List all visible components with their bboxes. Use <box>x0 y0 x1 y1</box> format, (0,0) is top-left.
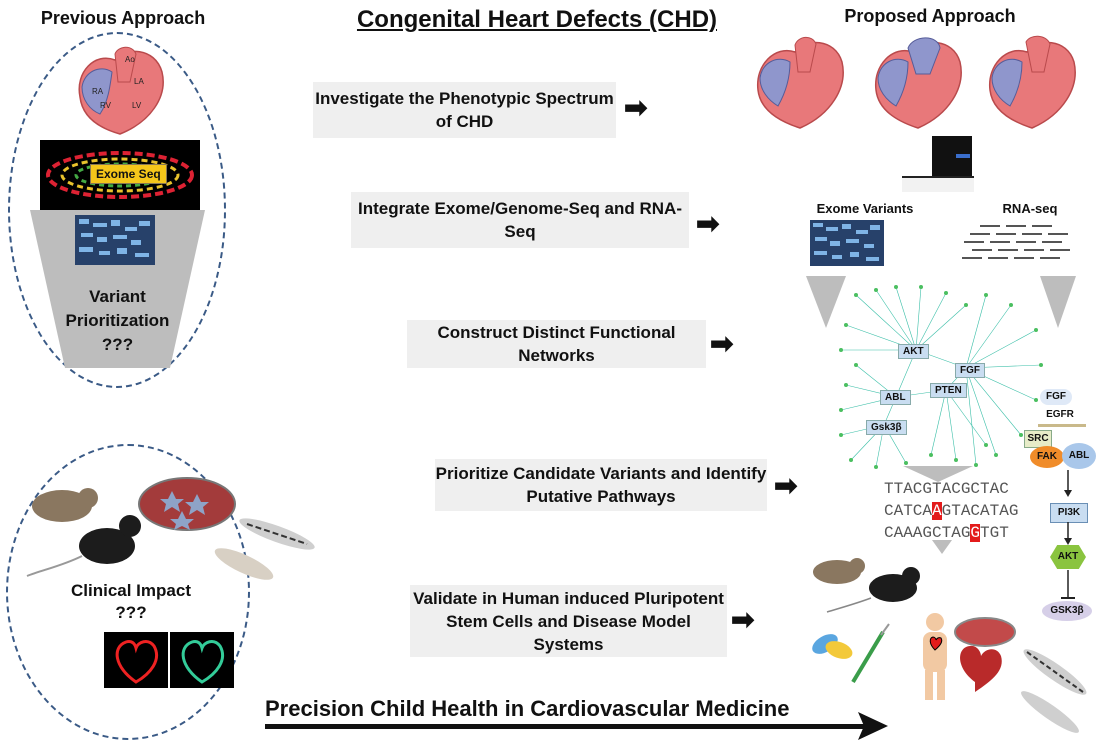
green-heart-image <box>170 632 234 688</box>
model-organisms-illustration <box>26 477 315 580</box>
heart-label: LV <box>132 101 142 110</box>
pathway-node-pi3k: PI3K <box>1050 503 1088 523</box>
rna-seq-label: RNA-seq <box>1002 201 1058 216</box>
network-node-abl: ABL <box>880 390 911 405</box>
funnel-triangle-right <box>1040 276 1076 328</box>
red-heart-image <box>104 632 168 688</box>
sequence-line: TTACGTACGCTAC <box>884 480 1009 498</box>
pathway-node-akt: AKT <box>1050 545 1086 569</box>
variant-highlight: A <box>932 502 942 520</box>
clinical-impact-text: Clinical Impact ??? <box>71 581 191 622</box>
step-validate: Validate in Human induced Pluripotent St… <box>410 585 727 657</box>
dna-sequence: TTACGTACGCTAC CATCAAGTACATAG CAAAGCTAGGT… <box>884 478 1024 544</box>
functional-network-graph <box>839 285 1043 469</box>
previous-approach-ellipse <box>8 32 226 388</box>
pathway-node-egfr: EGFR <box>1046 409 1074 420</box>
heart-illustration: RA RV Ao LA LV <box>78 46 164 135</box>
page-title: Congenital Heart Defects (CHD) <box>356 6 718 33</box>
pathway-node-fgf: FGF <box>1040 389 1072 405</box>
variant-highlight: G <box>970 524 981 542</box>
exome-variants-image <box>810 220 884 266</box>
step-integrate: Integrate Exome/Genome-Seq and RNA-Seq <box>351 192 689 248</box>
network-node-pten: PTEN <box>930 383 967 398</box>
heart-label: LA <box>134 77 144 86</box>
inhibit-icon <box>1061 570 1075 599</box>
sequencing-gel-image <box>75 215 155 265</box>
network-node-akt: AKT <box>898 344 929 359</box>
network-node-gsk3b: Gsk3β <box>866 420 907 435</box>
sequence-triangle-top <box>903 466 973 482</box>
sequence-triangle-bottom <box>932 540 952 554</box>
network-node-fgf: FGF <box>955 363 985 378</box>
funnel-shape <box>30 210 205 368</box>
membrane-line <box>1038 424 1086 427</box>
clinical-impact-ellipse <box>6 444 250 740</box>
arrow-right-icon: ➡ <box>731 604 755 635</box>
exome-seq-image: Exome Seq <box>40 140 200 210</box>
previous-approach-heading: Previous Approach <box>40 8 206 28</box>
proposed-hearts-illustration <box>757 35 1076 129</box>
sequence-line: CAAAGCTAGGTGT <box>884 524 1009 542</box>
sequencer-machine-image <box>902 136 974 192</box>
validation-models-illustration <box>812 558 1087 733</box>
exome-variants-label: Exome Variants <box>816 201 914 216</box>
arrow-down-icon <box>1064 522 1072 545</box>
pathway-node-abl: ABL <box>1062 443 1096 469</box>
proposed-approach-heading: Proposed Approach <box>844 6 1016 26</box>
variant-prioritization-text: Variant Prioritization ??? <box>65 287 170 354</box>
arrow-right-icon: ➡ <box>710 328 734 359</box>
bottom-arrow-head-icon <box>858 712 888 740</box>
bottom-banner-text: Precision Child Health in Cardiovascular… <box>265 696 790 721</box>
funnel-triangle-left <box>806 276 846 328</box>
exome-seq-label: Exome Seq <box>90 164 167 184</box>
rna-seq-reads-image <box>962 225 1070 259</box>
heart-label: RV <box>100 101 112 110</box>
arrow-right-icon: ➡ <box>774 470 798 501</box>
arrow-right-icon: ➡ <box>696 208 720 239</box>
step-investigate: Investigate the Phenotypic Spectrum of C… <box>313 82 616 138</box>
heart-label: RA <box>92 87 104 96</box>
arrow-right-icon: ➡ <box>624 92 648 123</box>
heart-label: Ao <box>125 55 135 64</box>
bottom-arrow-line <box>265 724 865 729</box>
arrow-down-icon <box>1064 470 1072 497</box>
step-prioritize: Prioritize Candidate Variants and Identi… <box>435 459 767 511</box>
pathway-node-fak: FAK <box>1030 446 1064 468</box>
pathway-node-gsk3b: GSK3β <box>1042 601 1092 621</box>
sequence-line: CATCAAGTACATAG <box>884 502 1019 520</box>
step-construct: Construct Distinct Functional Networks <box>407 320 706 368</box>
